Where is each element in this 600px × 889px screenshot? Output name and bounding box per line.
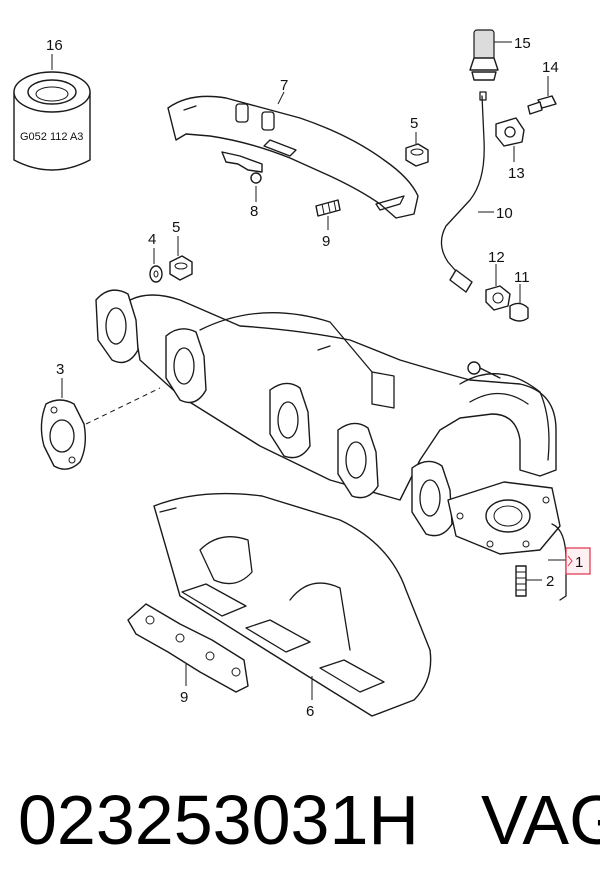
part-8-bracket — [221, 151, 263, 184]
callout-9-upper: 9 — [322, 233, 330, 250]
filter-label: G052 112 A3 — [20, 131, 83, 143]
part-info-footer: 023253031H VAG — [18, 770, 600, 870]
part-12-nut — [485, 285, 511, 311]
callout-13: 13 — [508, 165, 525, 182]
callout-7: 7 — [280, 77, 288, 94]
callout-4: 4 — [148, 231, 156, 248]
part-7-upper-heat-shield — [167, 95, 419, 219]
callout-12: 12 — [488, 249, 505, 266]
part-4-washer — [149, 265, 163, 283]
part-5-nut-upper — [405, 143, 429, 167]
callout-14: 14 — [542, 59, 559, 76]
callout-3: 3 — [56, 361, 64, 378]
callout-9-lower: 9 — [180, 689, 188, 706]
part-2-stud — [515, 565, 527, 597]
part-number: 023253031H — [18, 781, 419, 859]
part-6-lower-heat-shield — [153, 492, 432, 717]
part-9-gasket-strip — [127, 603, 249, 693]
callout-numbers: 16 7 5 8 9 15 14 13 10 12 11 4 5 3 2 9 6 — [46, 35, 559, 720]
part-10-pipe — [440, 91, 487, 293]
callout-8: 8 — [250, 203, 258, 220]
part-15-sensor — [469, 29, 499, 81]
callout-2: 2 — [546, 573, 554, 590]
callout-5-upper: 5 — [410, 115, 418, 132]
part-5-nut-lower — [169, 255, 193, 281]
part-14-bolt — [527, 95, 557, 115]
gasket-guide-line — [85, 387, 161, 425]
part-3-gasket — [40, 399, 87, 470]
callout-11: 11 — [514, 269, 530, 286]
callout-1: 1 — [575, 554, 583, 571]
callout-5-lower: 5 — [172, 219, 180, 236]
part-1-exhaust-manifold — [95, 289, 561, 555]
brand-name: VAG — [480, 781, 600, 859]
part-9-stud-upper — [315, 199, 341, 217]
callout-16: 16 — [46, 37, 63, 54]
callout-6: 6 — [306, 703, 314, 720]
callout-1-highlight: 1 — [565, 547, 591, 575]
part-13-clamp — [495, 117, 525, 147]
exhaust-manifold-diagram: G052 112 A3 — [13, 29, 591, 720]
part-16-oil-filter: G052 112 A3 — [13, 71, 91, 171]
callout-15: 15 — [514, 35, 531, 52]
callout-10: 10 — [496, 205, 513, 222]
leader-lines — [51, 41, 566, 700]
part-11-cap — [509, 302, 529, 322]
